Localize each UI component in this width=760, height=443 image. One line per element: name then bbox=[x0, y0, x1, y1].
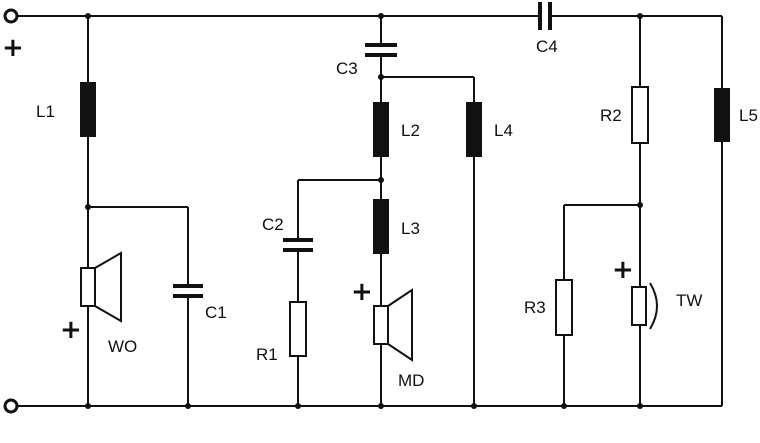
inductor-L1 bbox=[80, 82, 96, 137]
woofer-speaker-icon bbox=[80, 251, 122, 323]
tweeter-speaker-icon bbox=[631, 282, 658, 330]
positive-input-terminal bbox=[3, 8, 19, 24]
midrange-polarity-sign: + bbox=[351, 277, 373, 307]
label-L3: L3 bbox=[401, 219, 420, 238]
inductor-L4 bbox=[466, 102, 482, 157]
tweeter-polarity-sign: + bbox=[612, 255, 634, 285]
label-midrange: MD bbox=[398, 371, 424, 390]
label-C4: C4 bbox=[536, 37, 558, 56]
label-R1: R1 bbox=[256, 345, 278, 364]
positive-input-sign: + bbox=[2, 33, 24, 63]
negative-input-terminal bbox=[3, 398, 19, 414]
label-C1: C1 bbox=[205, 303, 227, 322]
label-L5: L5 bbox=[739, 106, 758, 125]
inductor-L3 bbox=[373, 199, 389, 254]
inductor-L5 bbox=[714, 88, 730, 142]
resistor-R2 bbox=[631, 86, 649, 144]
junction-dots bbox=[85, 13, 643, 409]
midrange-branch bbox=[283, 16, 482, 406]
label-L1: L1 bbox=[36, 102, 55, 121]
label-L2: L2 bbox=[401, 121, 420, 140]
label-tweeter: TW bbox=[676, 291, 702, 310]
tweeter-branch bbox=[538, 2, 730, 406]
woofer-polarity-sign: + bbox=[60, 315, 82, 345]
label-woofer: WO bbox=[108, 337, 137, 356]
label-C2: C2 bbox=[262, 215, 284, 234]
label-R3: R3 bbox=[524, 298, 546, 317]
midrange-speaker-icon bbox=[373, 288, 413, 362]
top-rail bbox=[16, 15, 723, 406]
label-R2: R2 bbox=[600, 106, 622, 125]
resistor-R3 bbox=[555, 279, 573, 336]
woofer-branch bbox=[80, 16, 203, 406]
inductor-L2 bbox=[373, 102, 389, 157]
label-L4: L4 bbox=[494, 121, 513, 140]
label-C3: C3 bbox=[336, 59, 358, 78]
resistor-R1 bbox=[289, 301, 307, 357]
